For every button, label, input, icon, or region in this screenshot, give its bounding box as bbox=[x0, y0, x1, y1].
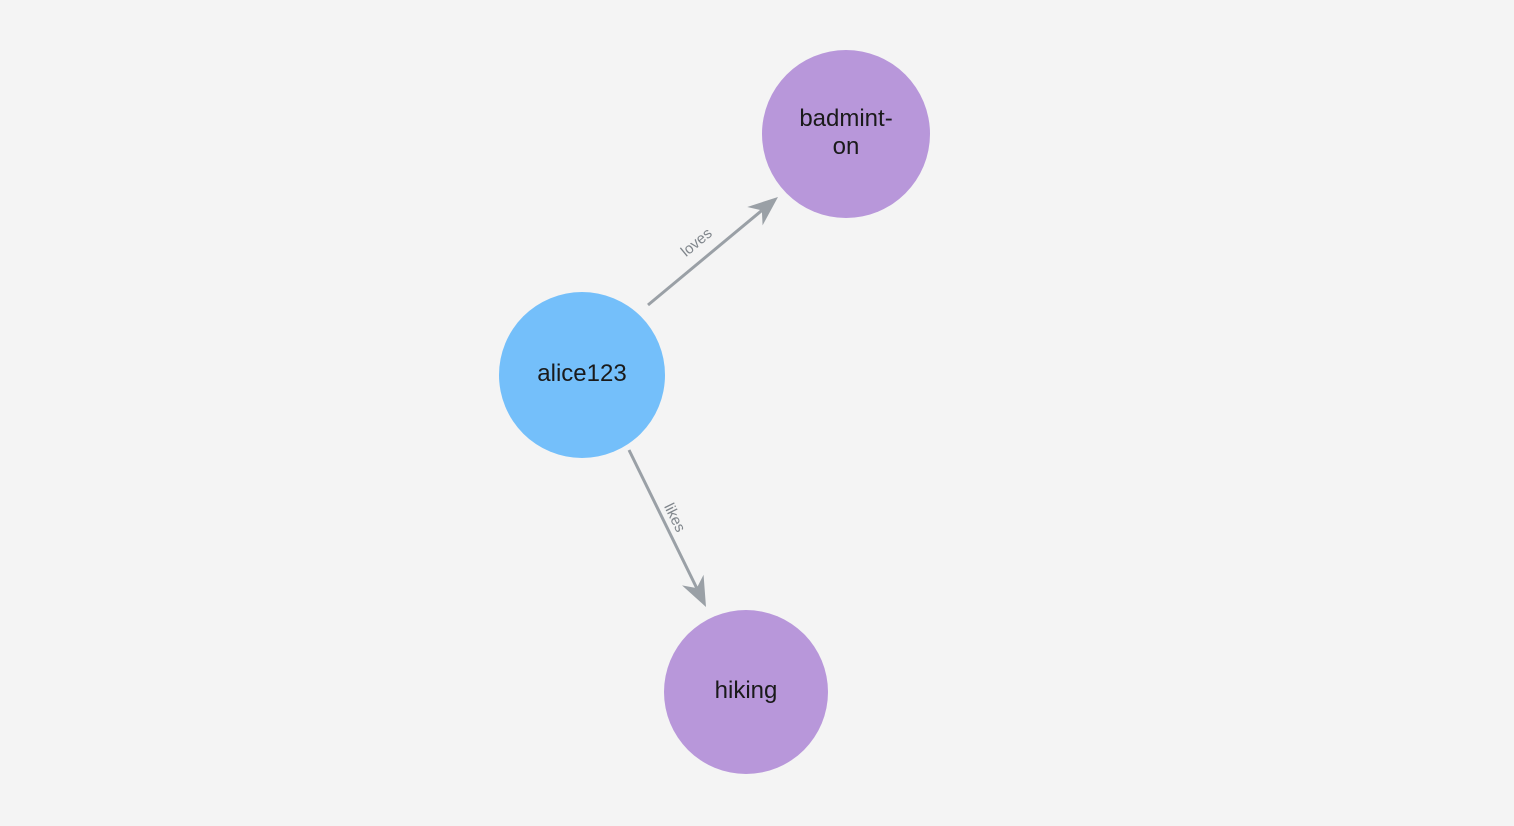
node-circle[interactable] bbox=[762, 50, 930, 218]
edge-arrowhead-icon bbox=[747, 197, 778, 226]
edge-line bbox=[647, 209, 763, 307]
graph-edge[interactable]: likes bbox=[627, 449, 706, 607]
nodes-layer: alice123 badmint-on hiking bbox=[499, 50, 930, 774]
graph-node-hiking[interactable]: hiking bbox=[664, 610, 828, 774]
edge-arrowhead-icon bbox=[682, 574, 706, 607]
edge-label: likes bbox=[660, 501, 688, 535]
node-circle[interactable] bbox=[664, 610, 828, 774]
edge-line bbox=[627, 449, 699, 589]
node-circle[interactable] bbox=[499, 292, 665, 458]
graph-node-badminton[interactable]: badmint-on bbox=[762, 50, 930, 218]
graph-edge[interactable]: loves bbox=[647, 197, 778, 307]
graph-node-alice123[interactable]: alice123 bbox=[499, 292, 665, 458]
